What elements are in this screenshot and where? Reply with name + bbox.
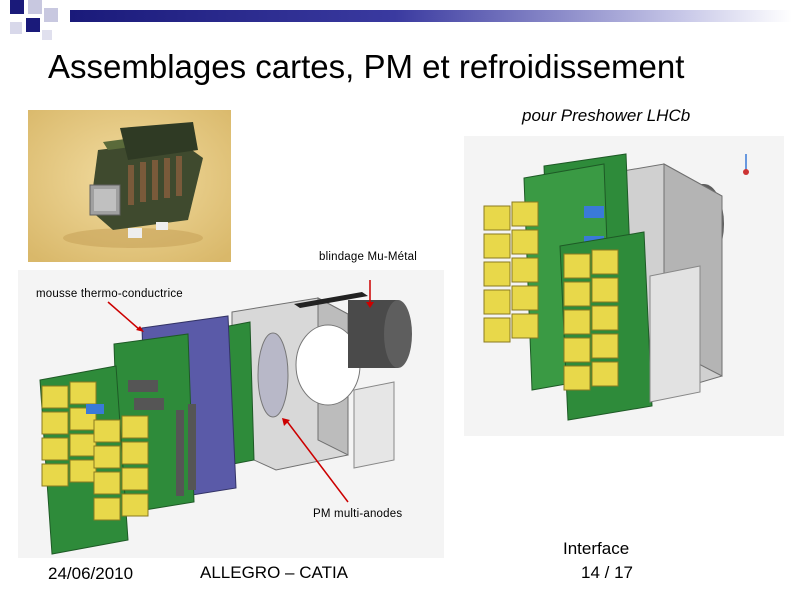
footer-event: ALLEGRO – CATIA xyxy=(200,563,349,582)
slide-subtitle: pour Preshower LHCb xyxy=(522,106,691,125)
assembled-module-render xyxy=(464,136,784,436)
header-gradient-bar xyxy=(70,10,792,22)
header-square xyxy=(42,30,52,40)
footer-date: 24/06/2010 xyxy=(48,564,134,583)
footer-page-number: 14 / 17 xyxy=(581,563,633,582)
foam-label: mousse thermo-conductrice xyxy=(36,288,183,300)
header-square xyxy=(10,0,24,14)
header-square xyxy=(26,18,40,32)
header-square xyxy=(28,0,42,14)
slide-title: Assemblages cartes, PM et refroidissemen… xyxy=(48,48,685,85)
mumetal-label: blindage Mu-Métal xyxy=(319,251,418,263)
footer-section: Interface xyxy=(563,539,630,558)
assembly-photo xyxy=(28,110,231,262)
header-square xyxy=(10,22,22,34)
header-square xyxy=(44,8,58,22)
exploded-assembly-render xyxy=(18,270,444,558)
pm-label: PM multi-anodes xyxy=(313,508,403,520)
header-decoration xyxy=(0,0,800,50)
